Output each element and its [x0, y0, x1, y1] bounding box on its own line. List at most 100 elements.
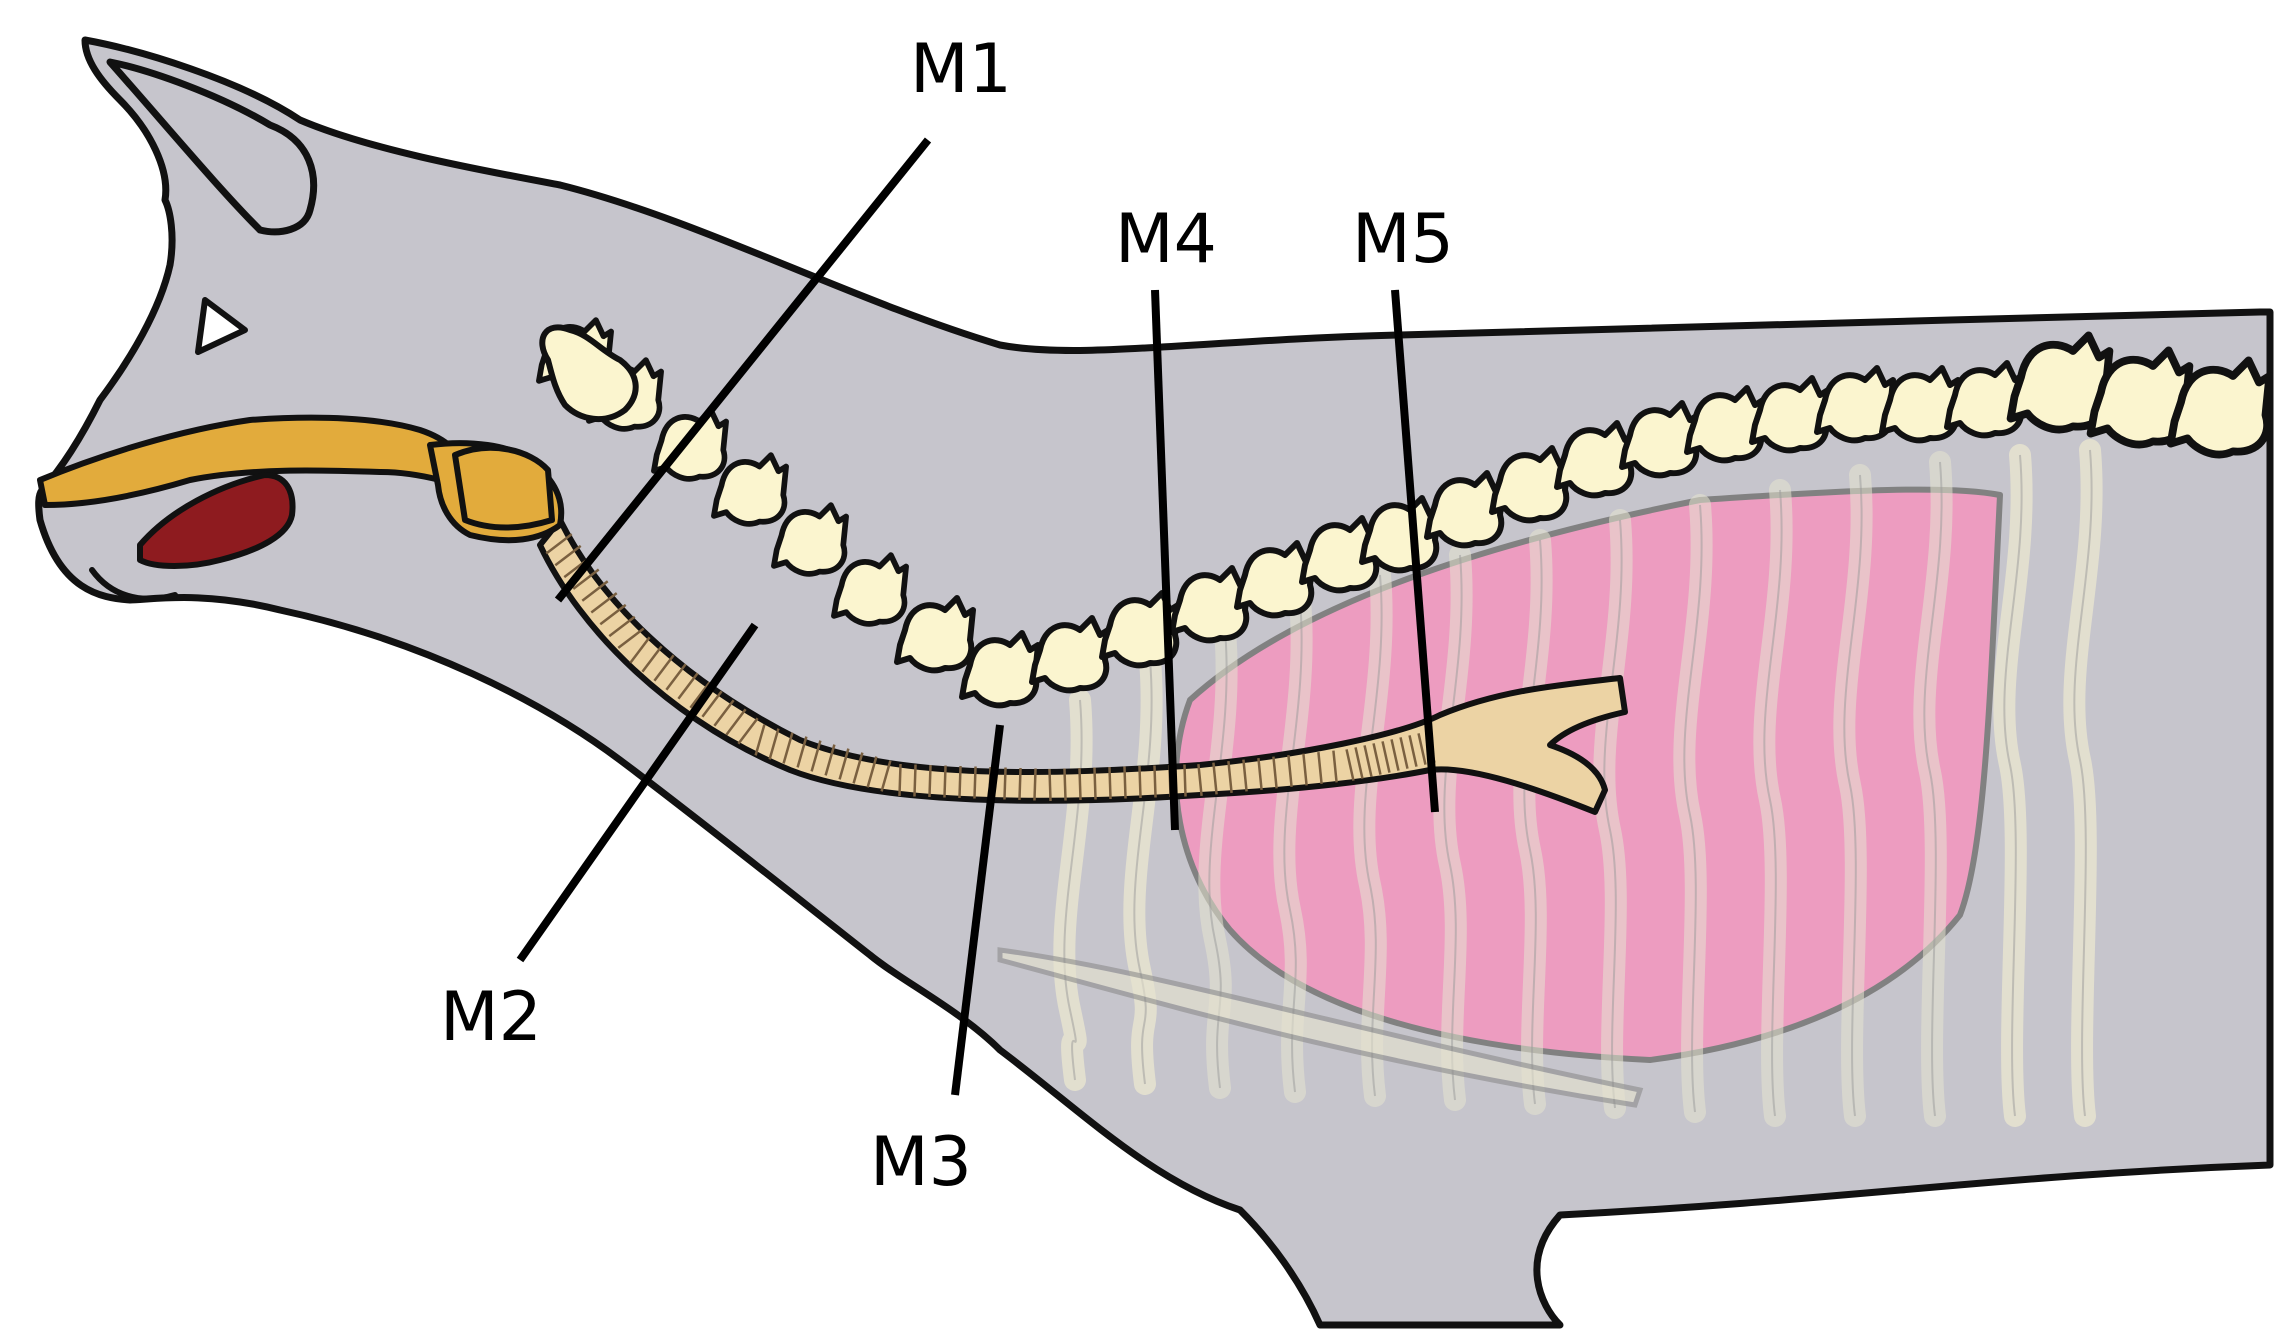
- trachea-ring: [590, 592, 618, 614]
- spine: [536, 317, 2274, 709]
- trachea-ring: [973, 766, 977, 799]
- mouth-line: [89, 567, 178, 602]
- trachea-ring: [641, 645, 663, 673]
- vertebra: [2166, 356, 2274, 459]
- marker-label-m2: M2: [440, 978, 542, 1057]
- trachea-ring: [754, 724, 766, 756]
- trachea-ring: [1063, 768, 1067, 801]
- trachea-ring: [1212, 762, 1218, 795]
- rib-outline: [1923, 461, 1943, 1117]
- trachea-ring: [1153, 765, 1157, 798]
- trachea-tube: [537, 517, 1628, 815]
- ribs-front: [1198, 451, 1953, 1127]
- vertebra: [1749, 375, 1831, 454]
- trachea-ring: [581, 580, 609, 602]
- trachea-ring: [1033, 768, 1037, 801]
- trachea-ring: [768, 728, 780, 760]
- trachea-ring: [1242, 759, 1248, 792]
- marker-lines: [516, 137, 1439, 1096]
- rib-outline: [1443, 554, 1463, 1101]
- trachea-ring: [838, 748, 850, 780]
- trachea-ring: [653, 654, 675, 682]
- trachea-ring: [852, 752, 864, 784]
- trachea-ring: [1078, 767, 1082, 801]
- vertebra: [1944, 360, 2026, 439]
- rib-outline: [1763, 489, 1783, 1117]
- vertebra: [1099, 590, 1181, 669]
- trachea-ring: [629, 636, 651, 664]
- sternum: [997, 947, 1644, 1108]
- trachea-ring: [713, 699, 735, 727]
- trachea-ring: [572, 568, 600, 590]
- trachea-ring: [1399, 737, 1409, 769]
- trachea-ring: [943, 765, 947, 798]
- trachea-ring: [1138, 765, 1142, 799]
- rib-outline: [2073, 449, 2093, 1117]
- trachea-ring: [1317, 751, 1323, 785]
- trachea-ring: [701, 690, 723, 718]
- trachea-ring: [1018, 767, 1022, 801]
- trachea-rings: [545, 533, 1436, 802]
- trachea-ring: [725, 708, 747, 736]
- trachea: [537, 517, 1628, 815]
- marker-label-m5: M5: [1352, 200, 1454, 279]
- trachea-ring: [824, 744, 836, 776]
- ear: [106, 58, 318, 236]
- trachea-ring: [1183, 764, 1187, 797]
- trachea-ring: [737, 717, 759, 745]
- trachea-ring: [1417, 733, 1427, 765]
- rib-outline: [1683, 504, 1703, 1113]
- rib-outline: [1523, 539, 1543, 1105]
- trachea-ring: [796, 736, 808, 768]
- vertebra: [1684, 385, 1766, 464]
- trachea-ring: [782, 732, 794, 764]
- marker-line-m4: [1151, 289, 1179, 831]
- vertebra: [1489, 445, 1571, 524]
- trachea-ring: [689, 681, 711, 709]
- rib-outline: [1133, 659, 1153, 1085]
- trachea-ring: [1048, 768, 1052, 802]
- tongue: [137, 472, 296, 569]
- trachea-ring: [1363, 745, 1373, 777]
- vertebra: [1299, 515, 1381, 594]
- marker-line-m2: [516, 622, 759, 963]
- marker-line-m5: [1391, 289, 1439, 813]
- trachea-ring: [1108, 766, 1112, 800]
- trachea-ring: [1287, 754, 1293, 788]
- vertebra: [959, 630, 1041, 709]
- vertebra: [831, 552, 909, 627]
- trachea-ring: [958, 765, 962, 799]
- rib-outline: [1208, 629, 1228, 1089]
- rib-outline: [1363, 574, 1383, 1097]
- trachea-ring: [898, 763, 902, 797]
- trachea-ring: [677, 672, 699, 700]
- trachea-ring: [913, 764, 917, 797]
- trachea-ring: [1197, 763, 1203, 797]
- trachea-ring: [599, 603, 627, 626]
- trachea-ring: [1332, 750, 1338, 783]
- trachea-ring: [1123, 766, 1127, 799]
- marker-line-m3: [951, 724, 1004, 1096]
- trachea-ring: [1381, 741, 1391, 773]
- vertebra: [1554, 420, 1636, 499]
- trachea-ring: [545, 533, 573, 555]
- trachea-ring: [1257, 757, 1263, 791]
- marker-label-m4: M4: [1115, 200, 1217, 279]
- trachea-ring: [608, 615, 636, 638]
- vertebra: [1424, 470, 1506, 549]
- marker-line-m1: [554, 137, 932, 603]
- marker-label-m1: M1: [910, 30, 1012, 109]
- trachea-ring: [1372, 743, 1382, 775]
- trachea-ring: [1354, 747, 1364, 779]
- rib-outline: [2003, 454, 2023, 1117]
- vertebra: [1619, 400, 1701, 479]
- trachea-ring: [554, 544, 582, 567]
- trachea-ring: [1302, 753, 1308, 786]
- vertebra: [1234, 540, 1316, 619]
- trachea-ring: [1345, 749, 1355, 781]
- trachea-ring: [1272, 756, 1278, 789]
- trachea-ring: [1093, 767, 1097, 800]
- trachea-ring: [810, 740, 822, 772]
